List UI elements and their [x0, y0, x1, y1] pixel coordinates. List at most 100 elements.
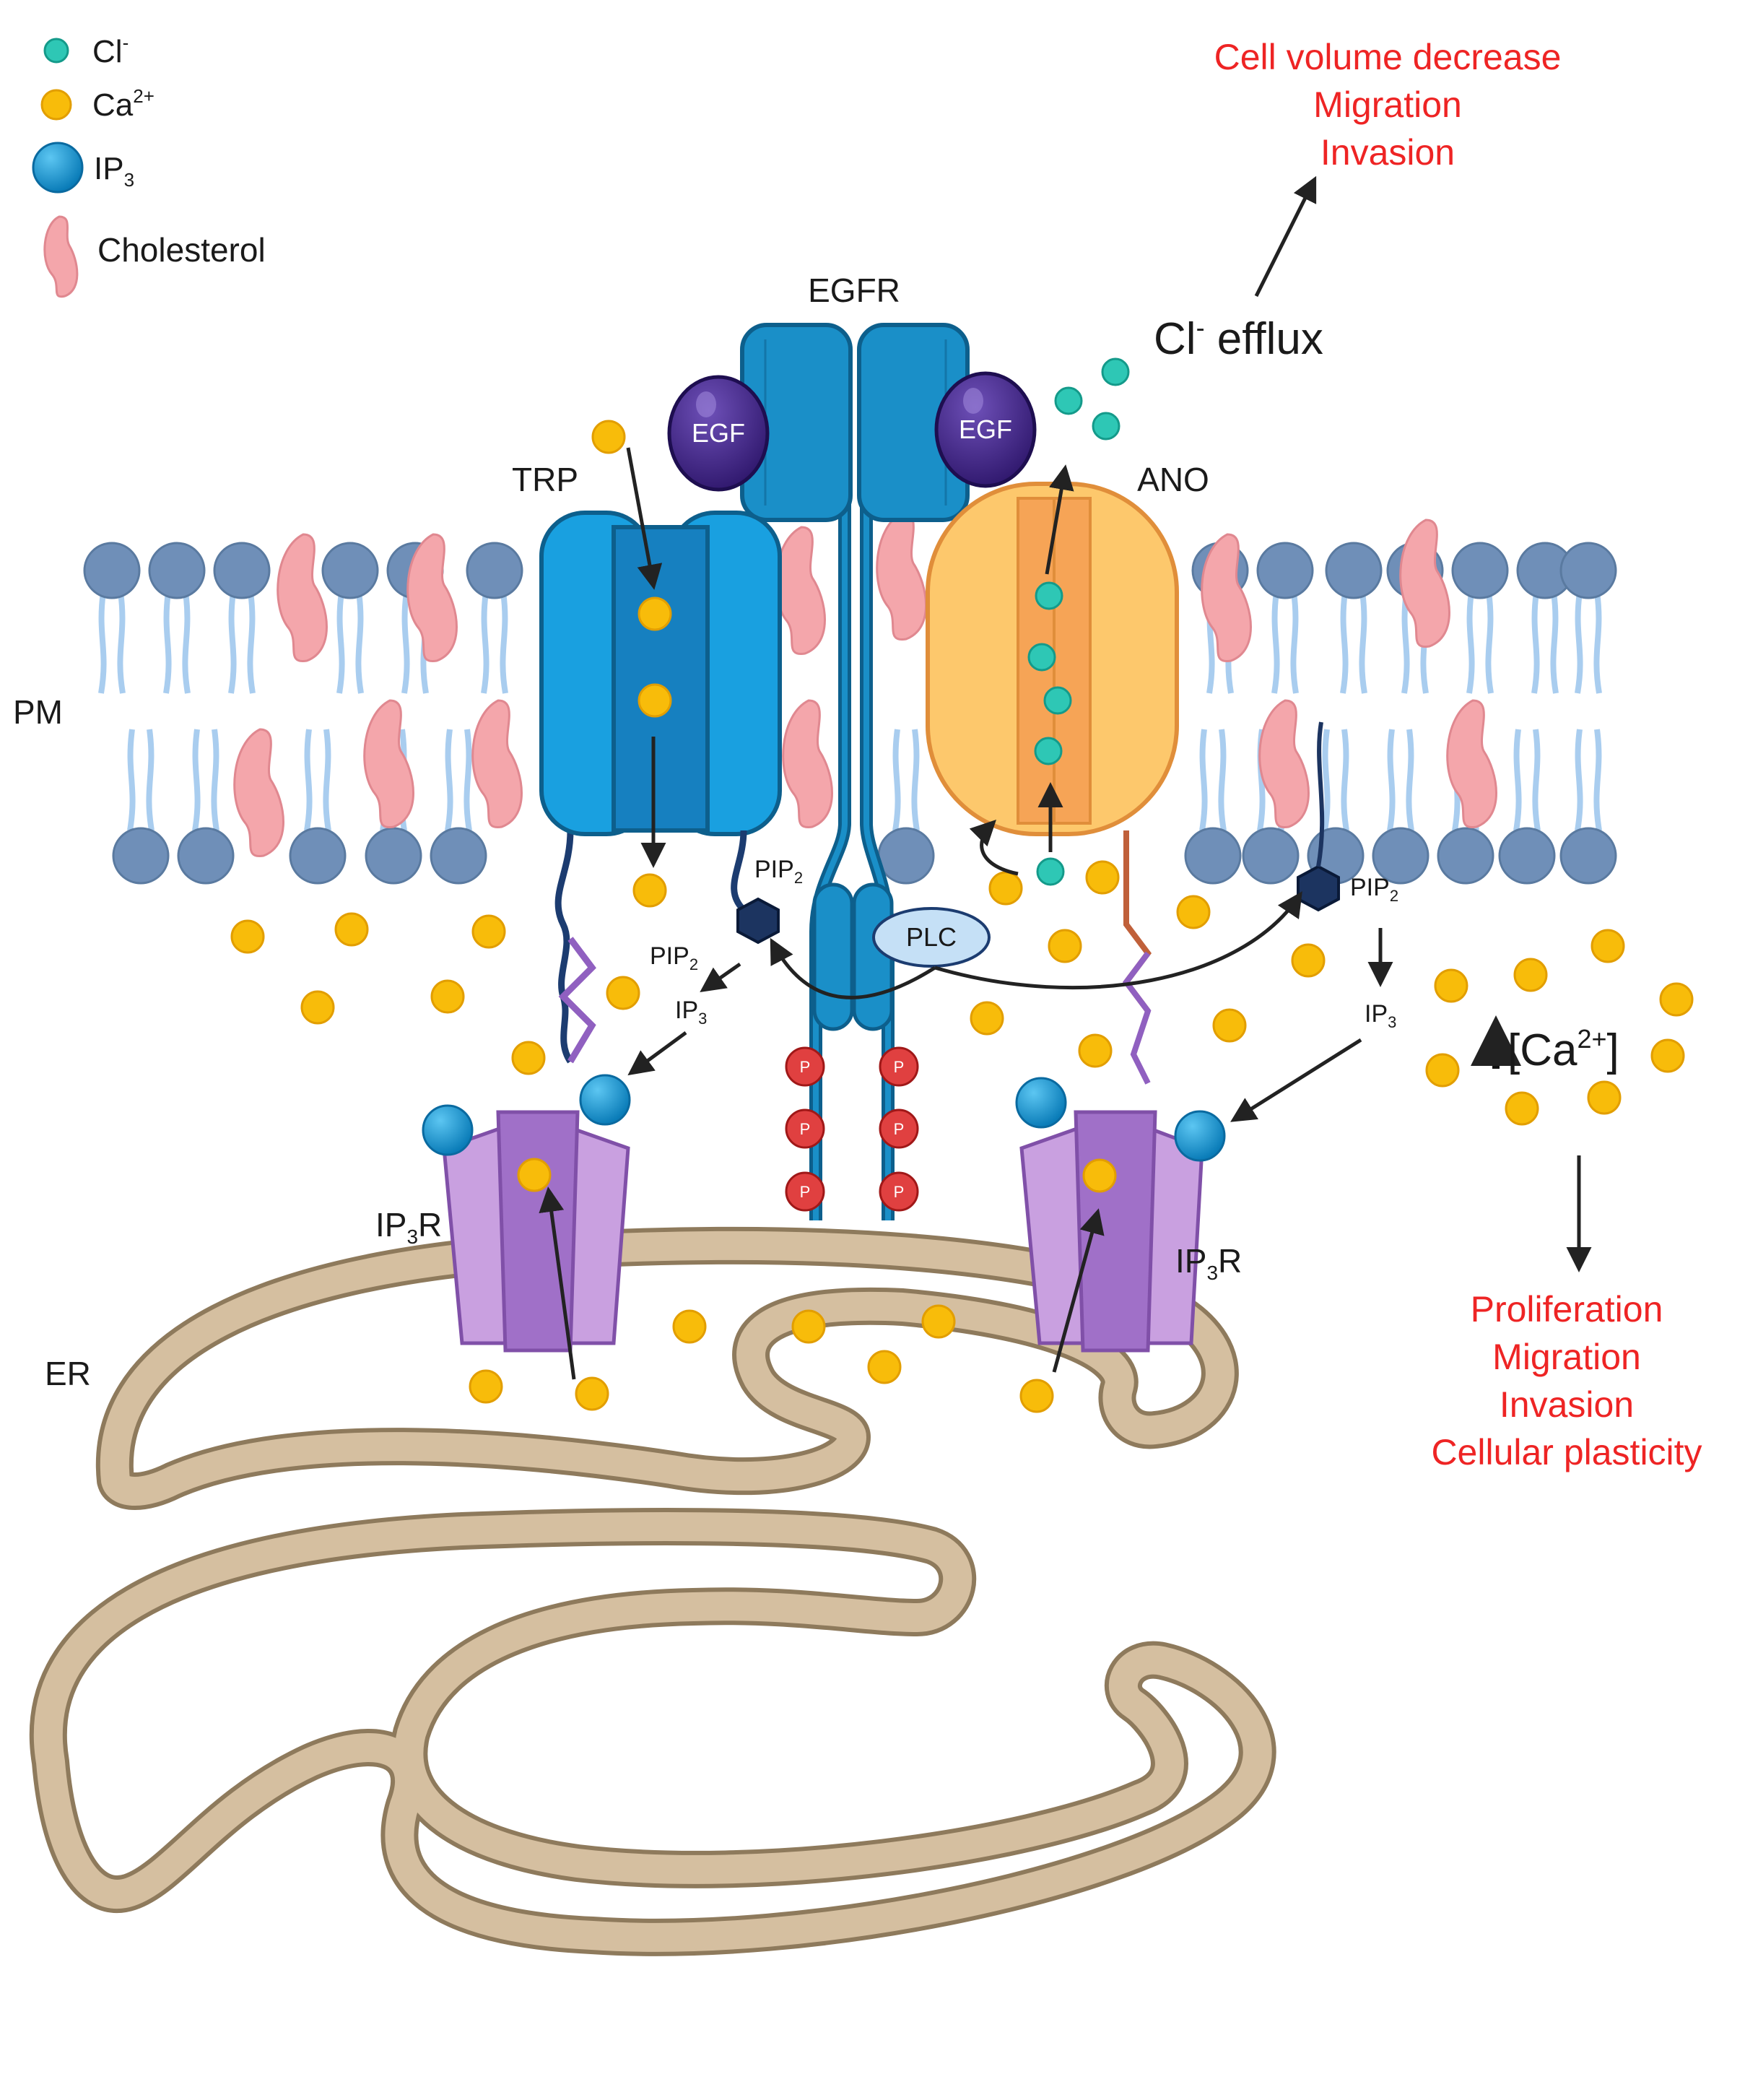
legend-ca-sup: 2+ [133, 85, 155, 107]
lipid-head [1256, 542, 1314, 599]
lipid-head [365, 827, 422, 885]
calcium-ion [867, 1350, 902, 1384]
lipid-tail [1466, 591, 1475, 694]
legend-calcium-icon [40, 89, 72, 121]
trp-channel [539, 511, 782, 1064]
legend-cl-label: Cl [92, 34, 123, 69]
lipid-tail [247, 591, 256, 694]
pip2-label-right: PIP [1350, 874, 1390, 901]
cholesterol-molecule [1201, 533, 1252, 662]
lipid-tail [1485, 591, 1494, 694]
svg-text:IP3: IP3 [1365, 1000, 1396, 1031]
cholesterol-molecule [471, 699, 523, 828]
lipid-tail [211, 729, 219, 831]
chloride-ion [1036, 857, 1065, 886]
lipid-tail [323, 729, 331, 831]
lipid-head [1372, 827, 1429, 885]
lipid-tail [163, 591, 172, 694]
lipid-tail [1199, 729, 1208, 831]
pip2-hexagon-left [736, 897, 780, 945]
calcium-ion [606, 976, 640, 1010]
lipid-head [1559, 542, 1617, 599]
calcium-ion [591, 420, 626, 454]
lipid-tail [1322, 729, 1331, 831]
egf-ligand-left: EGF [667, 375, 770, 492]
lipid-tail [1406, 729, 1414, 831]
chloride-ion [1034, 737, 1063, 765]
ip3r-label-left: IP [375, 1206, 406, 1244]
phosphate-icon [879, 1108, 919, 1149]
outcome-bottom-3: Invasion [1500, 1384, 1634, 1425]
outcomes-top: Cell volume decrease Migration Invasion [1214, 37, 1562, 173]
cholesterol-molecule [277, 533, 328, 662]
lipid-head [1325, 542, 1383, 599]
cholesterol-molecule [363, 699, 414, 828]
outcome-bottom-1: Proliferation [1471, 1289, 1663, 1329]
calcium-ion [1434, 968, 1468, 1003]
calcium-ion [334, 912, 369, 947]
calcium-ion [988, 871, 1023, 906]
lipid-head [112, 827, 170, 885]
calcium-ion [1082, 1158, 1117, 1193]
lipid-tail [146, 729, 155, 831]
calcium-ion [921, 1304, 956, 1339]
lipid-tail [1593, 729, 1602, 831]
cholesterol-molecule [1446, 699, 1497, 828]
lipid-tail [192, 729, 201, 831]
lipid-tail [481, 591, 489, 694]
egf-label-right: EGF [959, 415, 1012, 444]
ip3-molecule [1015, 1077, 1067, 1129]
calcium-ion [637, 683, 672, 718]
svg-text:IP3: IP3 [675, 997, 707, 1028]
lipid-tail [445, 729, 453, 831]
lipid-head [1184, 827, 1242, 885]
ip3-label-left: IP [675, 997, 698, 1024]
egfr-label: EGFR [808, 272, 900, 309]
calcium-ion [1587, 1080, 1622, 1115]
svg-text:PIP2: PIP2 [650, 942, 698, 973]
lipid-head [148, 542, 206, 599]
calcium-ion [791, 1309, 826, 1344]
pm-label: PM [13, 693, 63, 731]
phosphate-icon [879, 1046, 919, 1087]
egf-ligand-right: EGF [934, 371, 1037, 488]
egf-label-left: EGF [692, 418, 745, 448]
calcium-ion [1505, 1091, 1539, 1126]
phosphate-label: P [800, 1183, 811, 1201]
chloride-ion [1043, 686, 1072, 715]
lipid-tail [1532, 729, 1541, 831]
outcome-bottom-4: Cellular plasticity [1431, 1432, 1702, 1472]
ip3-receptor-right [1019, 1110, 1204, 1353]
lipid-tail [228, 591, 237, 694]
calcium-ion [1176, 895, 1211, 929]
lipid-tail [1593, 591, 1602, 694]
calcium-ion [1085, 860, 1120, 895]
ip3-label-right: IP [1365, 1000, 1388, 1028]
cholesterol-molecule [775, 526, 826, 655]
lipid-tail [1359, 591, 1367, 694]
calcium-ion [632, 873, 667, 908]
svg-text:[Ca2+]: [Ca2+] [1507, 1024, 1619, 1075]
chloride-ion [1027, 643, 1056, 672]
lipid-head [1242, 827, 1300, 885]
cholesterol-molecule [1399, 519, 1450, 648]
phosphate-label: P [894, 1183, 905, 1201]
plc-enzyme: PLC [872, 907, 991, 968]
chloride-ion [1035, 581, 1063, 610]
lipid-tail [182, 591, 191, 694]
ip3-molecule [422, 1104, 474, 1156]
legend-cholesterol-icon [43, 215, 79, 298]
calcium-ion [511, 1041, 546, 1075]
lipid-head [1559, 827, 1617, 885]
lipid-head [877, 827, 935, 885]
calcium-ion [970, 1001, 1004, 1036]
calcium-ion [1650, 1038, 1685, 1073]
outcomes-bottom: Proliferation Migration Invasion Cellula… [1431, 1289, 1702, 1472]
outcome-top-3: Invasion [1320, 132, 1455, 173]
plc-label: PLC [906, 922, 957, 952]
lipid-tail [401, 591, 410, 694]
phosphate-label: P [894, 1058, 905, 1076]
ca-level-open: [Ca [1507, 1025, 1578, 1075]
